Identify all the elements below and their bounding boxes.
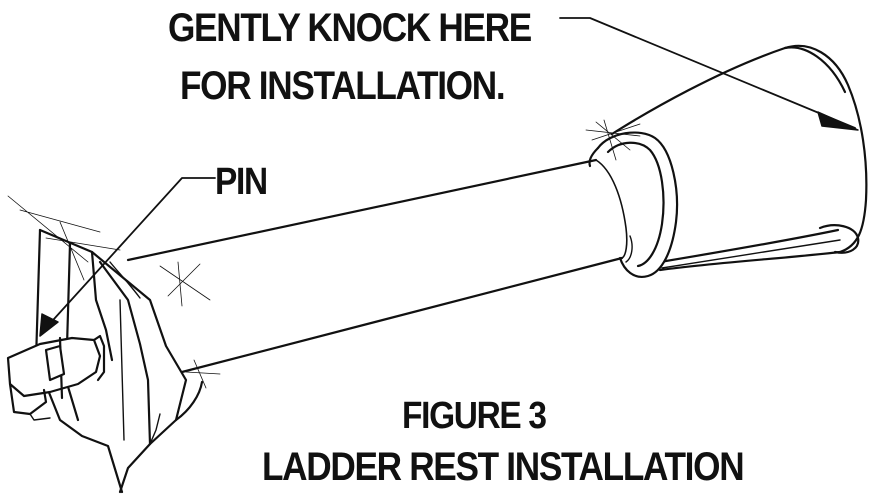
leader-lines	[43, 17, 856, 331]
pin-arrowhead	[39, 313, 59, 337]
knock-arrowhead	[817, 111, 859, 131]
tube-body	[126, 158, 628, 374]
pin-assembly	[6, 334, 106, 421]
figure-title: FIGURE 3	[402, 395, 547, 437]
figure-subtitle: LADDER REST INSTALLATION	[262, 445, 745, 489]
collar-ring	[588, 131, 679, 278]
pin-callout: PIN	[215, 161, 268, 203]
knock-callout-line2: FOR INSTALLATION.	[180, 64, 506, 108]
highlight-glints	[7, 119, 641, 389]
knock-callout-line1: GENTLY KNOCK HERE	[168, 6, 532, 50]
